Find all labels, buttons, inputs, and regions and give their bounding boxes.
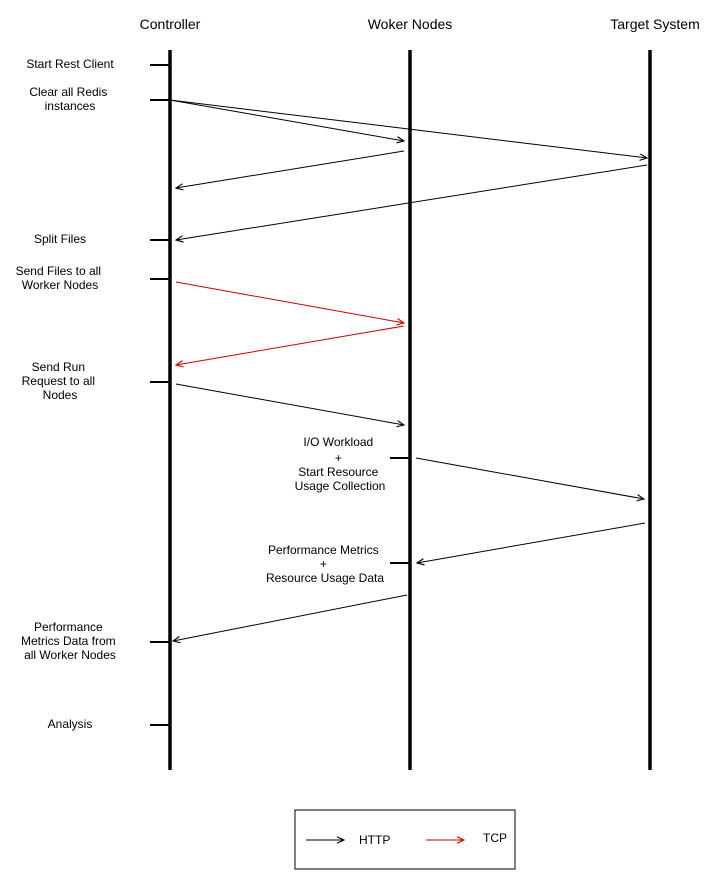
header-target-system: Target System <box>610 16 699 32</box>
legend-tcp-label: TCP <box>483 831 507 845</box>
label-split-files: Split Files <box>34 232 86 246</box>
msg-send-files-tcp <box>175 281 404 323</box>
label-perf-data-all: Performance Metrics Data from all Worker… <box>21 620 119 662</box>
msg-perf-data <box>173 594 408 641</box>
msg-send-run <box>175 383 404 425</box>
msg-io-workload <box>415 457 644 499</box>
msg-target-ack <box>176 164 648 240</box>
messages <box>169 99 648 641</box>
msg-files-ack-tcp <box>176 325 405 365</box>
msg-target-response <box>417 522 646 563</box>
msg-workers-ack <box>176 150 405 188</box>
msg-clear-redis-to-target <box>169 99 647 158</box>
label-send-files: Send Files to all Worker Nodes <box>16 264 105 292</box>
label-clear-redis: Clear all Redis instances <box>29 85 110 113</box>
header-controller: Controller <box>140 16 201 32</box>
step-ticks <box>150 64 410 726</box>
label-perf-metrics: Performance Metrics + Resource Usage Dat… <box>266 543 384 585</box>
label-io-workload: I/O Workload + Start Resource Usage Coll… <box>295 435 386 493</box>
label-analysis: Analysis <box>48 717 93 731</box>
legend-http-label: HTTP <box>359 833 390 847</box>
label-start-rest-client: Start Rest Client <box>26 57 114 71</box>
label-send-run: Send Run Request to all Nodes <box>22 360 99 402</box>
legend: HTTP TCP <box>294 809 516 870</box>
header-worker-nodes: Woker Nodes <box>368 16 453 32</box>
msg-clear-redis-to-workers <box>169 99 404 141</box>
